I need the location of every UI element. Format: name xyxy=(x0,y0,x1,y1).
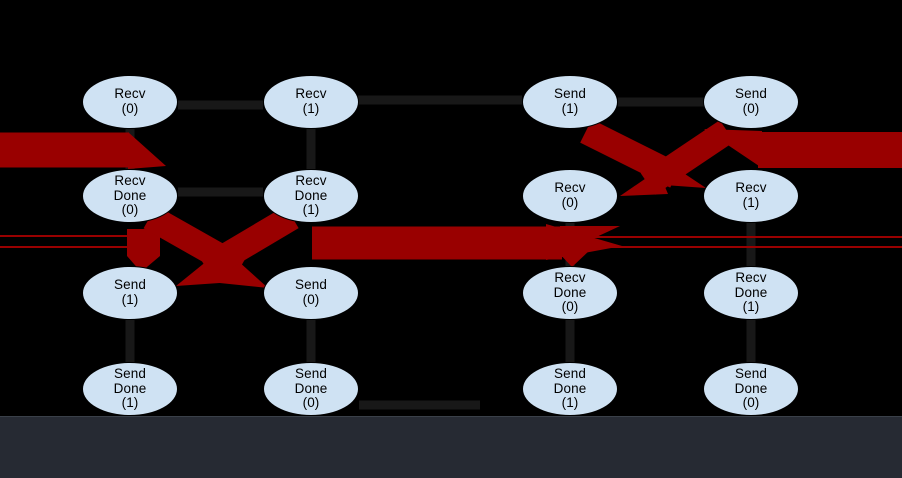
node-p2-send-1: Send(1) xyxy=(522,75,618,129)
node-label-line: Send xyxy=(735,86,767,102)
node-label-line: Send xyxy=(554,366,586,382)
node-label-line: (1) xyxy=(742,195,760,210)
node-label-line: Send xyxy=(735,366,767,382)
edge-in-left-to-recv-done-0 xyxy=(0,132,166,169)
node-label-line: Done xyxy=(553,284,587,300)
node-label-line: (0) xyxy=(561,195,579,210)
edge-recv-0-out-right xyxy=(546,224,902,260)
node-p2-recv-0: Recv(0) xyxy=(522,169,618,223)
node-label-line: Recv xyxy=(554,180,586,196)
edge-in-left-to-send-1 xyxy=(0,229,160,272)
node-label-line: (0) xyxy=(121,202,139,218)
node-label-line: (1) xyxy=(561,101,579,116)
node-label-line: (1) xyxy=(302,101,320,116)
node-label-line: (0) xyxy=(302,292,320,307)
node-label-line: (0) xyxy=(742,395,760,411)
node-label-line: Recv xyxy=(735,180,767,196)
node-label-line: Done xyxy=(734,284,768,300)
node-label-line: (1) xyxy=(121,395,139,411)
node-p3-recv-1: Recv(1) xyxy=(703,169,799,223)
node-label-line: Send xyxy=(114,277,146,293)
node-label-line: (1) xyxy=(302,202,320,218)
node-p0-recv-0: Recv(0) xyxy=(82,75,178,129)
node-p1-send-0: Send(0) xyxy=(263,266,359,320)
node-p1-recv-1: Recv(1) xyxy=(263,75,359,129)
edge-send-0-out-right xyxy=(704,129,902,168)
node-label-line: Recv xyxy=(295,86,327,102)
node-label-line: Recv xyxy=(114,86,146,102)
node-label-line: Send xyxy=(554,86,586,102)
node-label-line: Recv xyxy=(295,173,327,189)
node-label-line: (1) xyxy=(561,395,579,411)
node-label-line: Done xyxy=(113,380,147,396)
node-label-line: Done xyxy=(734,380,768,396)
node-label-line: Done xyxy=(113,187,147,203)
bottom-bar xyxy=(0,416,902,478)
node-label-line: (0) xyxy=(302,395,320,411)
node-label-line: Recv xyxy=(554,270,586,286)
node-label-line: (0) xyxy=(561,299,579,315)
node-label-line: Done xyxy=(294,380,328,396)
node-label-line: Send xyxy=(295,277,327,293)
edge-recv-done-1-to-send-1 xyxy=(176,205,299,286)
node-label-line: (0) xyxy=(742,101,760,116)
node-label-line: Done xyxy=(294,187,328,203)
node-label-line: Recv xyxy=(114,173,146,189)
edge-send-0-to-recv-0 xyxy=(620,120,735,196)
node-label-line: Send xyxy=(295,366,327,382)
node-label-line: (1) xyxy=(742,299,760,315)
node-p0-send-1: Send(1) xyxy=(82,266,178,320)
node-label-line: Done xyxy=(553,380,587,396)
node-label-line: Send xyxy=(114,366,146,382)
node-label-line: Recv xyxy=(735,270,767,286)
node-p3-send-0: Send(0) xyxy=(703,75,799,129)
node-label-line: (0) xyxy=(121,101,139,116)
node-label-line: (1) xyxy=(121,292,139,307)
